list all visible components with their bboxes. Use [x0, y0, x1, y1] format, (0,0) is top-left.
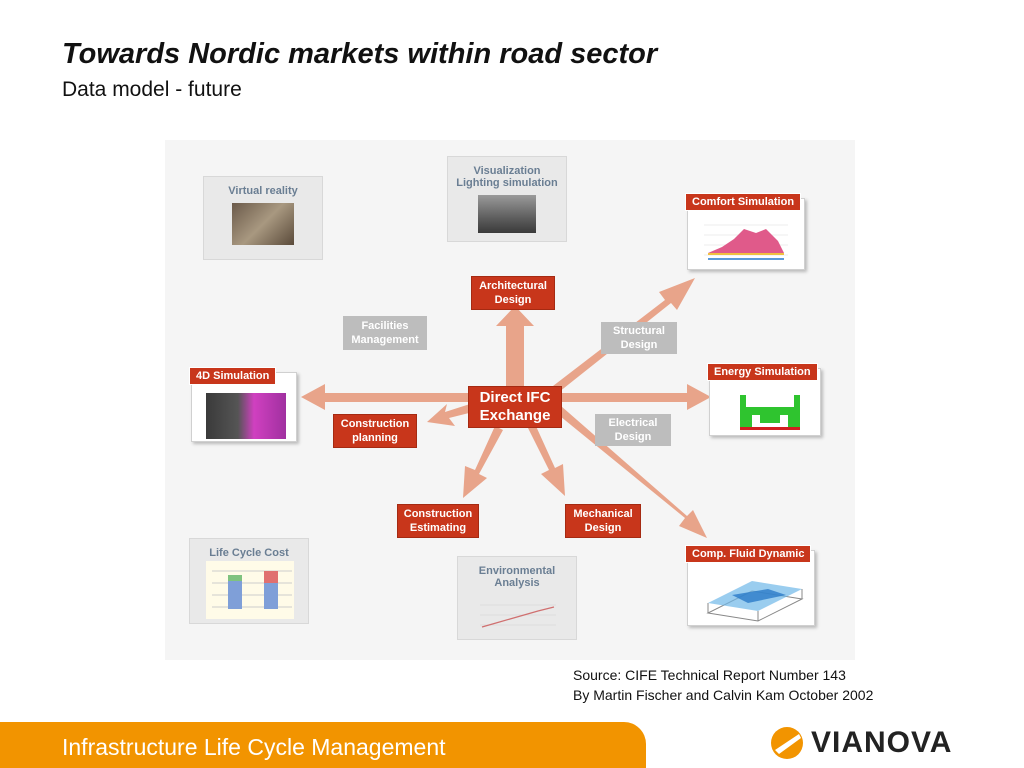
cfd-card: Comp. Fluid Dynamic [685, 545, 815, 626]
virtual-reality-label: Virtual reality [228, 185, 298, 197]
mechanical-design-box: Mechanical Design [565, 504, 641, 538]
virtual-reality-thumbnail [232, 203, 294, 245]
arrow-cfd [555, 406, 707, 538]
source-citation: Source: CIFE Technical Report Number 143… [573, 665, 873, 705]
data-model-diagram: Virtual reality Visualization Lighting s… [165, 140, 855, 660]
electrical-design-box: Electrical Design [595, 414, 671, 446]
4d-simulation-thumbnail [206, 393, 286, 439]
arrow-mechanical [527, 424, 565, 496]
environmental-chart-icon [480, 604, 556, 628]
comfort-simulation-card: Comfort Simulation [685, 193, 805, 270]
life-cycle-cost-card: Life Cycle Cost [189, 538, 309, 624]
vianova-logo: VIANOVA [767, 724, 977, 762]
comfort-simulation-chart-icon [704, 224, 788, 260]
life-cycle-cost-label: Life Cycle Cost [209, 547, 289, 559]
arrow-construction-estimating [463, 426, 503, 498]
cfd-model-icon [706, 581, 804, 622]
arrow-right [560, 384, 711, 410]
structural-design-box: Structural Design [601, 322, 677, 354]
architectural-design-box: Architectural Design [471, 276, 555, 310]
environmental-analysis-label: Environmental Analysis [478, 565, 556, 589]
facilities-management-box: Facilities Management [343, 316, 427, 350]
virtual-reality-card: Virtual reality [203, 176, 323, 260]
vianova-logo-icon [771, 727, 803, 759]
life-cycle-cost-chart-icon [206, 561, 294, 619]
arrow-left [301, 384, 470, 410]
environmental-analysis-card: Environmental Analysis [457, 556, 577, 640]
vianova-logo-text: VIANOVA [811, 726, 953, 759]
energy-simulation-label: Energy Simulation [707, 363, 818, 381]
4d-simulation-card: 4D Simulation [189, 367, 297, 442]
footer-text: Infrastructure Life Cycle Management [62, 734, 446, 760]
energy-simulation-chart-icon [740, 395, 800, 430]
direct-ifc-exchange-box: Direct IFC Exchange [468, 386, 562, 428]
cfd-label: Comp. Fluid Dynamic [685, 545, 812, 563]
source-line-1: Source: CIFE Technical Report Number 143 [573, 667, 846, 683]
construction-planning-box: Construction planning [333, 414, 417, 448]
energy-simulation-card: Energy Simulation [707, 363, 821, 436]
slide-subtitle: Data model - future [62, 78, 242, 101]
visualization-label: Visualization Lighting simulation [456, 165, 558, 189]
source-line-2: By Martin Fischer and Calvin Kam October… [573, 687, 874, 703]
4d-simulation-label: 4D Simulation [189, 367, 277, 385]
construction-estimating-box: Construction Estimating [397, 504, 479, 538]
footer-bar: Infrastructure Life Cycle Management [0, 722, 646, 768]
arrow-up [496, 306, 534, 392]
arrow-construction-planning [427, 404, 473, 426]
visualization-card: Visualization Lighting simulation [447, 156, 567, 242]
comfort-simulation-label: Comfort Simulation [685, 193, 802, 211]
slide-title: Towards Nordic markets within road secto… [62, 38, 658, 70]
visualization-thumbnail [478, 195, 536, 233]
